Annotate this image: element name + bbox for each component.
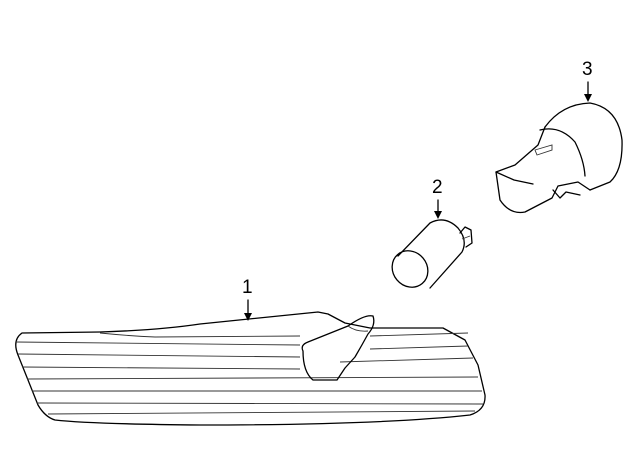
part-1-lamp-lens xyxy=(15,311,486,426)
callout-2-label: 2 xyxy=(432,177,443,198)
callout-arrows xyxy=(244,81,592,321)
part-3-socket xyxy=(495,102,623,214)
part-2-bulb xyxy=(391,219,473,289)
callout-1-label: 1 xyxy=(242,277,253,298)
callout-3-label: 3 xyxy=(582,59,593,80)
